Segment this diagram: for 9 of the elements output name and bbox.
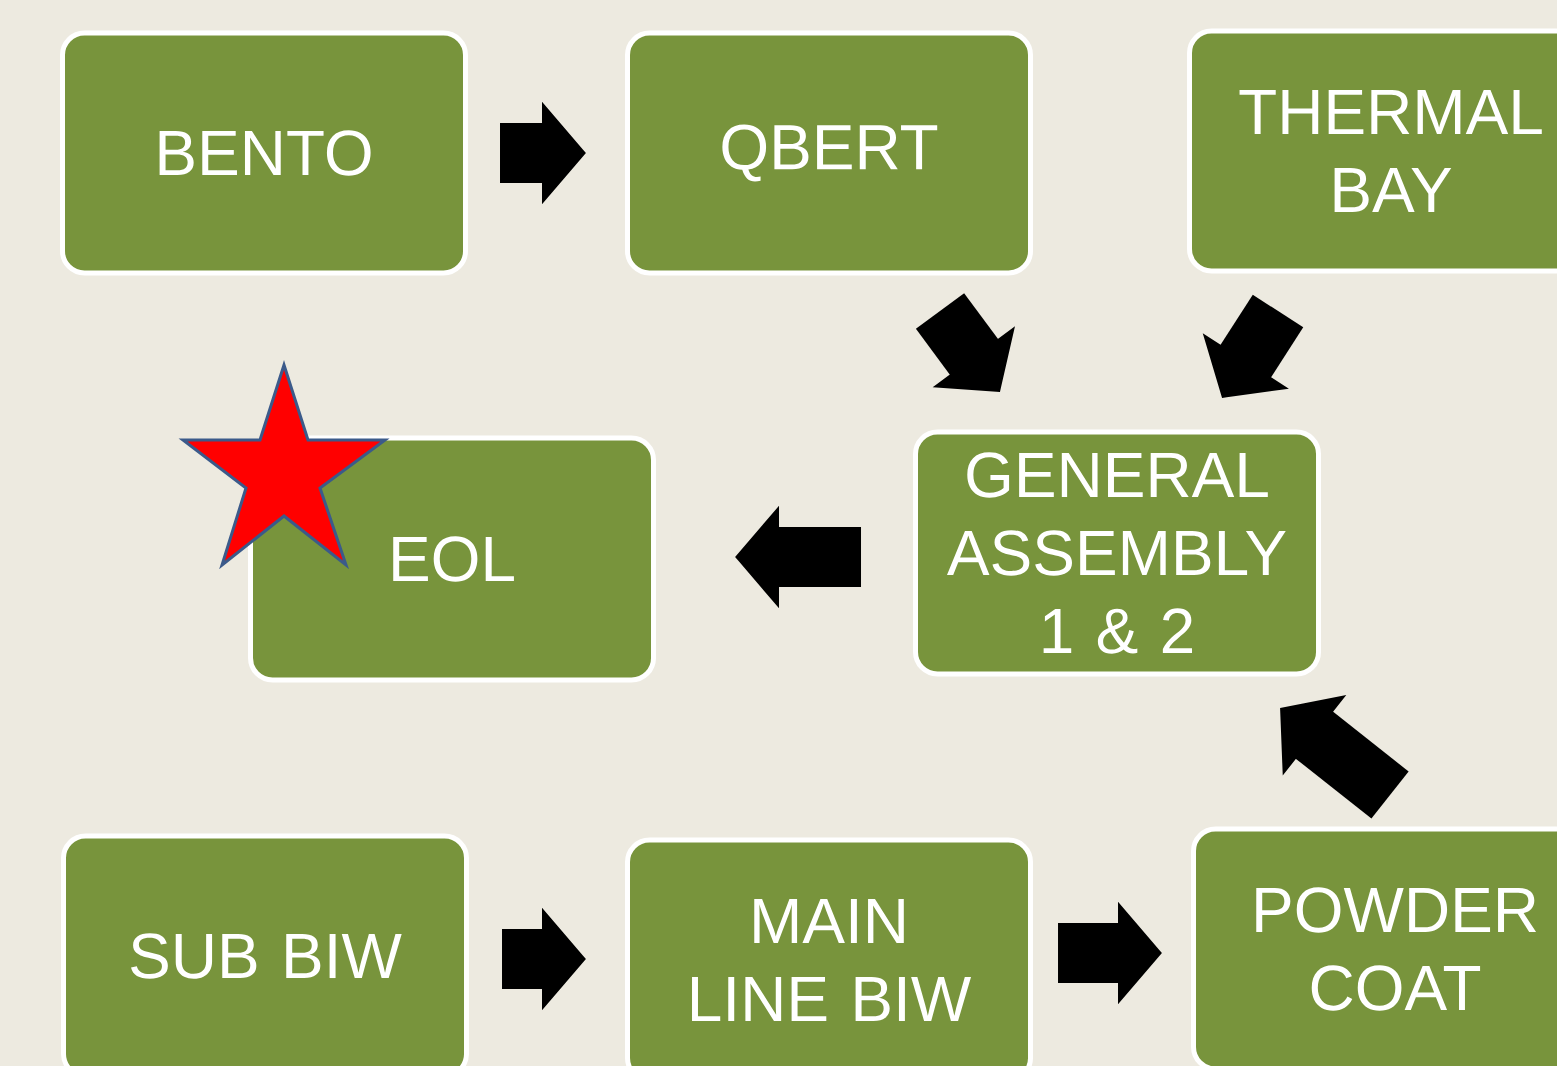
process-box: SUB BIW: [61, 833, 469, 1066]
process-box: POWDER COAT: [1191, 826, 1557, 1066]
process-box: MAIN LINE BIW: [625, 837, 1033, 1066]
process-box: QBERT: [625, 30, 1033, 276]
block-arrow: [915, 293, 1015, 392]
process-box: GENERAL ASSEMBLY 1 & 2: [913, 429, 1321, 677]
process-box: BENTO: [60, 30, 468, 276]
process-box: EOL: [248, 435, 656, 683]
process-box: THERMAL BAY: [1187, 28, 1557, 274]
